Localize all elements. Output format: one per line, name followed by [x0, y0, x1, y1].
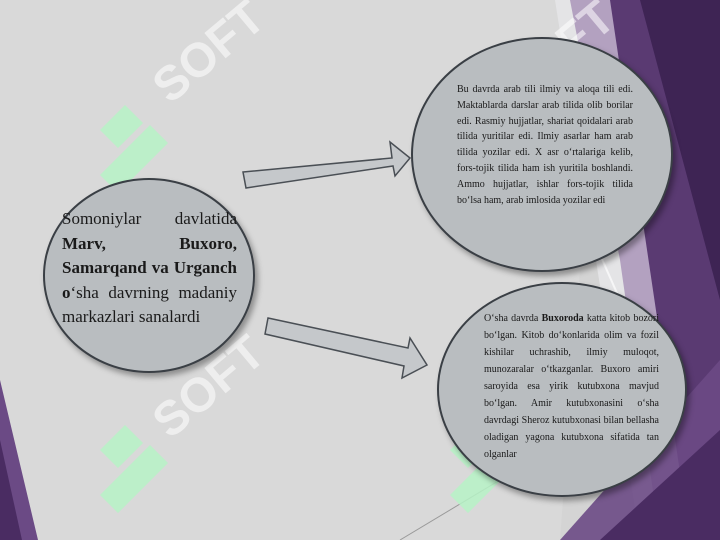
- arrow-to-top-icon: [242, 140, 412, 189]
- main-ellipse: [43, 178, 255, 373]
- bottom-ellipse-text: O‘sha davrda Buxoroda katta kitob bozori…: [484, 313, 659, 460]
- top-ellipse: [411, 37, 673, 272]
- arrow-to-bottom-icon: [264, 317, 429, 380]
- bottom-ellipse: [437, 282, 687, 497]
- top-ellipse-text: Bu davrda arab tili ilmiy va aloqa tili …: [457, 84, 633, 206]
- main-ellipse-text: Somoniylar davlatida Marv, Buxoro, Samar…: [62, 209, 237, 326]
